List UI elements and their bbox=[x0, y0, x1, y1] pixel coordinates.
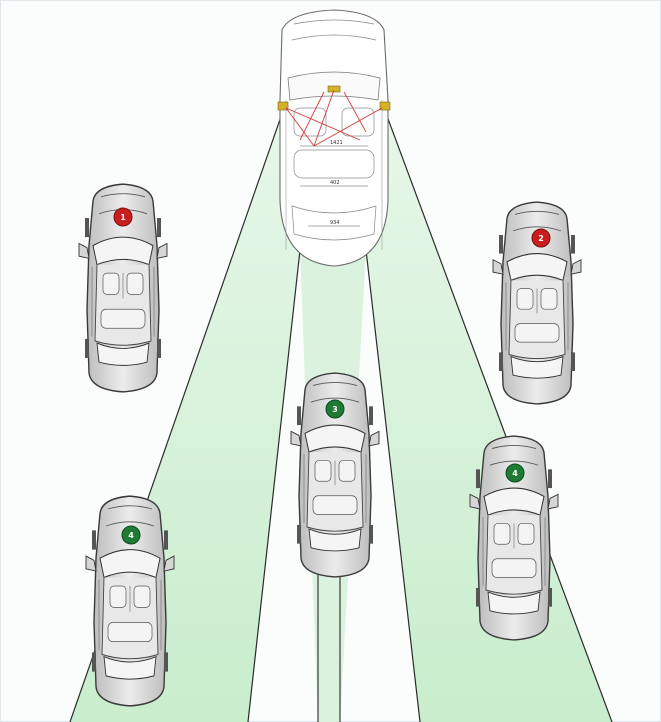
dimension-label-upper: 1421 bbox=[330, 140, 343, 146]
vehicle-3-badge: 3 bbox=[325, 399, 345, 419]
left-mirror-sensor bbox=[277, 101, 289, 111]
dimension-label-lower: 934 bbox=[330, 220, 340, 226]
ego-vehicle: 1421 402 934 bbox=[277, 9, 391, 267]
dimension-label-middle: 402 bbox=[330, 180, 340, 186]
zone-boundary-line bbox=[247, 249, 301, 722]
sensor-beams bbox=[285, 89, 383, 147]
right-mirror-sensor bbox=[379, 101, 391, 111]
svg-text:4: 4 bbox=[128, 531, 134, 540]
vehicle-2-badge: 2 bbox=[531, 228, 551, 248]
rear-view-sensor bbox=[327, 85, 341, 93]
right-detection-zone bbox=[366, 108, 612, 722]
svg-text:4: 4 bbox=[512, 469, 518, 478]
svg-text:3: 3 bbox=[332, 405, 338, 414]
vehicle-4-left-badge: 4 bbox=[121, 525, 141, 545]
vehicle-1-badge: 1 bbox=[113, 207, 133, 227]
svg-text:1: 1 bbox=[120, 213, 126, 222]
zone-boundary-line bbox=[365, 249, 421, 722]
zone-boundary-line bbox=[383, 107, 613, 722]
vehicle-4-right-badge: 4 bbox=[505, 463, 525, 483]
svg-text:2: 2 bbox=[538, 234, 544, 243]
